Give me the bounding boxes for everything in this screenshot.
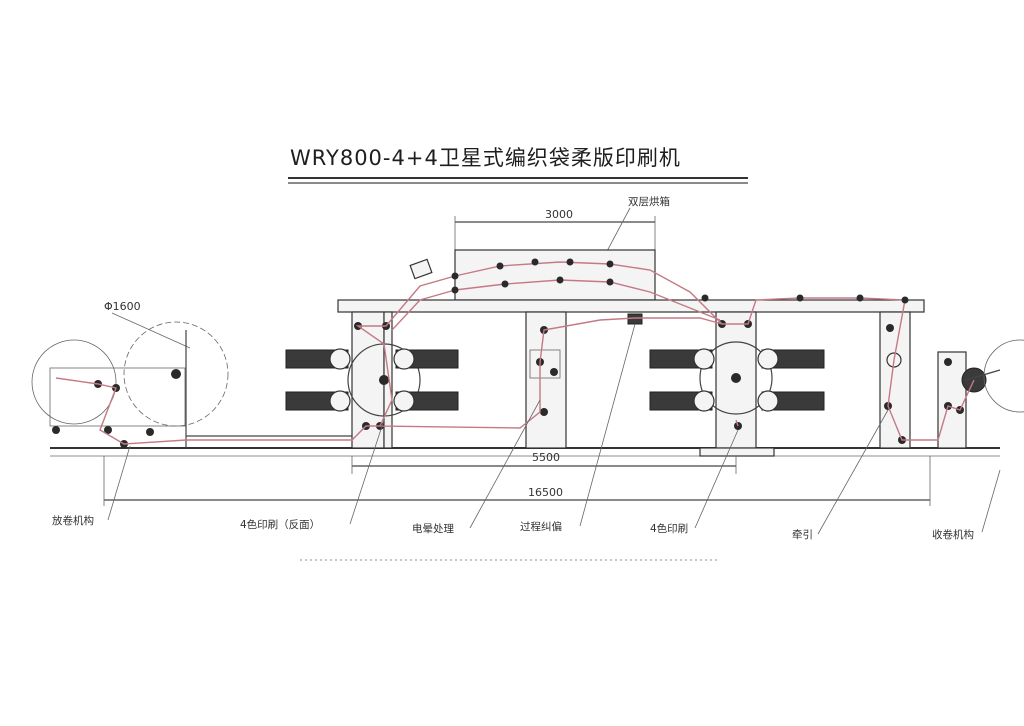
rewind-roller-1	[944, 358, 952, 366]
unwind-shaft	[171, 369, 181, 379]
leader-corona	[469, 399, 541, 529]
dim-label-3000: 3000	[545, 208, 573, 221]
dryer-roller-6	[451, 286, 459, 294]
corona-frame	[525, 311, 567, 449]
leader-traction	[817, 409, 889, 535]
corona-roller-4	[540, 408, 548, 416]
bridge-roller-4	[901, 296, 909, 304]
unwind-roller-3	[52, 426, 60, 434]
guide-box	[409, 258, 433, 280]
dryer-roller-9	[606, 278, 614, 286]
leader-print-back	[349, 419, 385, 525]
bridge-roller-3	[856, 294, 864, 302]
leader-unwind-diameter	[111, 312, 191, 349]
callout-print-back: 4色印刷（反面）	[240, 518, 320, 531]
anilox-l3	[393, 348, 415, 370]
rewind-roll-outline	[983, 339, 1024, 413]
callout-corona: 电晕处理	[412, 522, 454, 535]
dryer-roller-5	[606, 260, 614, 268]
dryer-roller-7	[501, 280, 509, 288]
callout-unwind: 放卷机构	[52, 514, 94, 527]
right-central-drum	[699, 341, 773, 415]
right-print-units	[649, 348, 825, 412]
rewind-arm	[965, 369, 1001, 381]
dryer-roller-8	[556, 276, 564, 284]
callout-rewind: 收卷机构	[932, 528, 974, 541]
anilox-l1	[329, 348, 351, 370]
traction-frame	[879, 311, 911, 449]
bridge-roller-2	[796, 294, 804, 302]
dryer-roller-2	[496, 262, 504, 270]
leader-unwind	[107, 445, 131, 521]
right-drum-shaft	[731, 373, 741, 383]
dryer-roller-4	[566, 258, 574, 266]
leader-print-front	[694, 429, 739, 529]
leader-rewind	[981, 469, 1001, 533]
anilox-l2	[329, 390, 351, 412]
web-guide-unit	[627, 313, 643, 325]
dryer-guide-rollers	[451, 258, 909, 304]
leader-web-guide	[579, 323, 636, 527]
callout-double-drying: 双层烘箱	[628, 195, 670, 208]
bridge-roller-1	[701, 294, 709, 302]
unwind-frame	[49, 367, 186, 427]
traction-roller-1	[886, 324, 894, 332]
unwind-roll-left	[31, 339, 117, 425]
anilox-l4	[393, 390, 415, 412]
drying-oven	[454, 249, 656, 301]
top-bridge-platform	[337, 299, 925, 313]
dim-label-16500: 16500	[528, 486, 563, 499]
left-print-units	[285, 348, 459, 412]
unwind-roller-5	[146, 428, 154, 436]
anilox-r2	[693, 390, 715, 412]
dim-label-5500: 5500	[532, 451, 560, 464]
dryer-roller-1	[451, 272, 459, 280]
rewind-frame	[937, 351, 967, 449]
callout-web-guide: 过程纠偏	[520, 520, 562, 533]
dim-label-unwind-diameter: Φ1600	[104, 300, 141, 313]
diagram-title: WRY800-4+4卫星式编织袋柔版印刷机	[290, 146, 681, 170]
dryer-roller-3	[531, 258, 539, 266]
anilox-r1	[693, 348, 715, 370]
corona-unit	[529, 349, 561, 379]
left-drum-shaft	[379, 375, 389, 385]
callout-traction: 牵引	[792, 528, 813, 541]
anilox-r4	[757, 390, 779, 412]
unwind-roller-4	[104, 426, 112, 434]
callout-print-front: 4色印刷	[650, 522, 688, 535]
right-tower-base	[699, 447, 775, 457]
anilox-r3	[757, 348, 779, 370]
corona-roller-3	[550, 368, 558, 376]
